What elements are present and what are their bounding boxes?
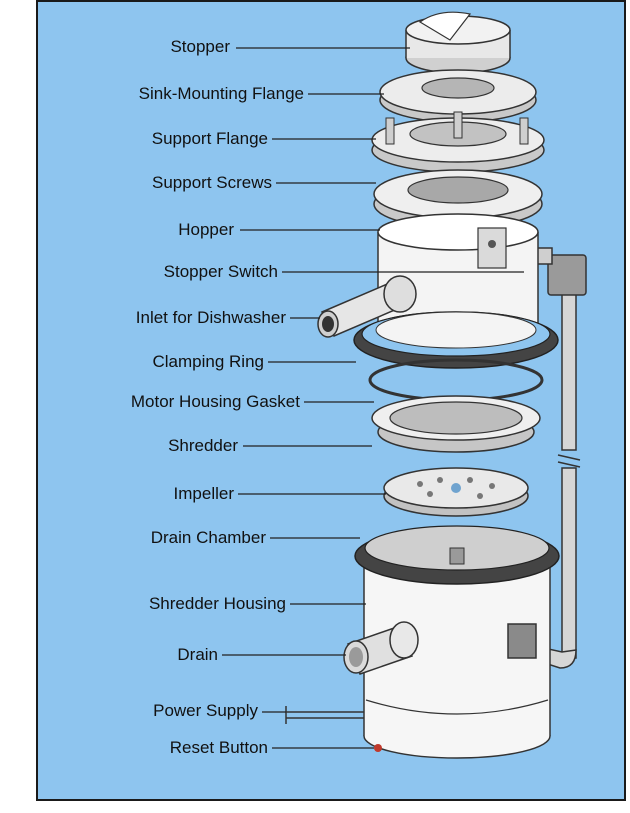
reset-button-dot xyxy=(374,744,382,752)
impeller-part xyxy=(383,467,529,517)
stopper-part xyxy=(405,11,511,74)
label-stopper-switch: Stopper Switch xyxy=(163,262,278,281)
label-support-flange: Support Flange xyxy=(151,129,268,148)
label-reset-button: Reset Button xyxy=(169,738,268,757)
drain-chamber-part xyxy=(354,525,560,585)
side-pipe xyxy=(519,247,587,669)
support-flange-part xyxy=(371,111,545,173)
label-drain-chamber: Drain Chamber xyxy=(150,528,266,547)
label-power-supply: Power Supply xyxy=(153,701,258,720)
label-support-screws: Support Screws xyxy=(152,173,272,192)
label-shredder-housing: Shredder Housing xyxy=(148,594,286,613)
dishwasher-inlet-part xyxy=(317,275,417,338)
clamping-ring-part xyxy=(353,311,559,369)
label-shredder: Shredder xyxy=(168,436,238,455)
label-impeller: Impeller xyxy=(173,484,234,503)
power-supply-wire xyxy=(285,706,364,724)
label-stopper: Stopper xyxy=(170,37,230,56)
label-sink-mounting-flange: Sink-Mounting Flange xyxy=(138,84,304,103)
label-hopper: Hopper xyxy=(178,220,234,239)
leader-lines xyxy=(222,47,524,749)
shredder-part xyxy=(371,395,541,453)
label-inlet-for-dishwasher: Inlet for Dishwasher xyxy=(135,308,286,327)
conduit-connector xyxy=(507,623,537,659)
label-clamping-ring: Clamping Ring xyxy=(152,352,265,371)
drain-outlet-part xyxy=(343,621,419,675)
label-motor-housing-gasket: Motor Housing Gasket xyxy=(130,392,300,411)
label-drain: Drain xyxy=(177,645,218,664)
